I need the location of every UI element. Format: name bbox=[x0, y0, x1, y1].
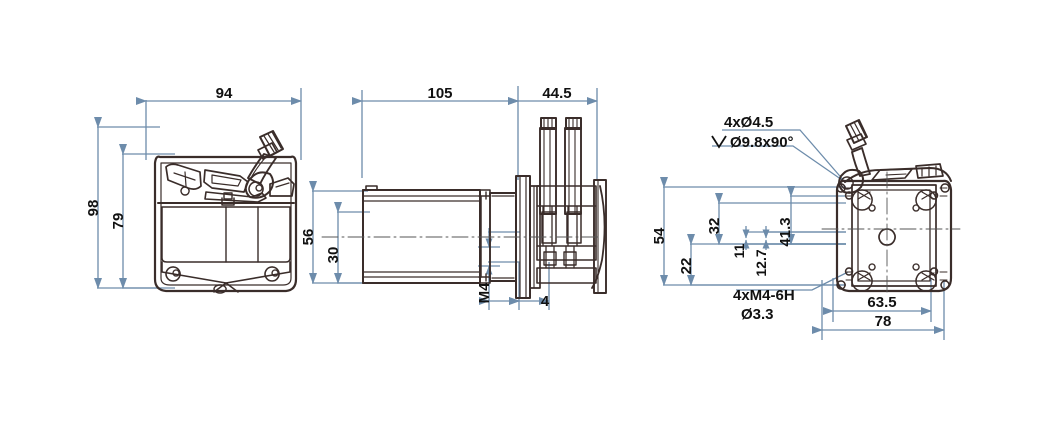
callout-thread-line2: Ø3.3 bbox=[741, 306, 774, 323]
dim-label-54: 54 bbox=[651, 227, 668, 244]
dim-label-98: 98 bbox=[85, 200, 102, 217]
dim-label-30: 30 bbox=[325, 247, 342, 264]
dim-label-78: 78 bbox=[875, 313, 892, 330]
dim-label-4: 4 bbox=[541, 293, 550, 310]
dim-label-11: 11 bbox=[731, 243, 747, 258]
dim-label-12-7: 12.7 bbox=[753, 249, 769, 276]
dim-label-105: 105 bbox=[427, 85, 452, 102]
dim-label-41-3: 41.3 bbox=[777, 217, 794, 246]
centre-lines bbox=[321, 171, 961, 296]
outline-layer bbox=[153, 117, 961, 299]
callout-layer: 4xØ4.5 Ø9.8x90° 4xM4-6H Ø3.3 bbox=[711, 114, 795, 323]
dim-label-56: 56 bbox=[300, 229, 317, 246]
front-view-body bbox=[153, 130, 298, 294]
dim-label-63-5: 63.5 bbox=[867, 294, 896, 311]
side-view-body bbox=[362, 117, 607, 299]
dim-label-44-5: 44.5 bbox=[542, 85, 571, 102]
dim-label-m4: M4 bbox=[476, 282, 493, 303]
dimension-text-layer: 94 98 79 105 44.5 56 30 M4 4 54 32 22 11… bbox=[85, 85, 897, 330]
dim-label-94: 94 bbox=[216, 85, 233, 102]
dim-label-32: 32 bbox=[706, 218, 723, 235]
dim-label-79: 79 bbox=[110, 213, 127, 230]
callout-thread-line1: 4xM4-6H bbox=[733, 287, 795, 304]
dim-label-22: 22 bbox=[678, 258, 695, 275]
dimension-layer bbox=[94, 86, 945, 340]
callout-counterbore-line1: 4xØ4.5 bbox=[724, 114, 773, 131]
rear-view-body bbox=[835, 119, 953, 293]
callout-counterbore-line2: Ø9.8x90° bbox=[730, 134, 794, 151]
